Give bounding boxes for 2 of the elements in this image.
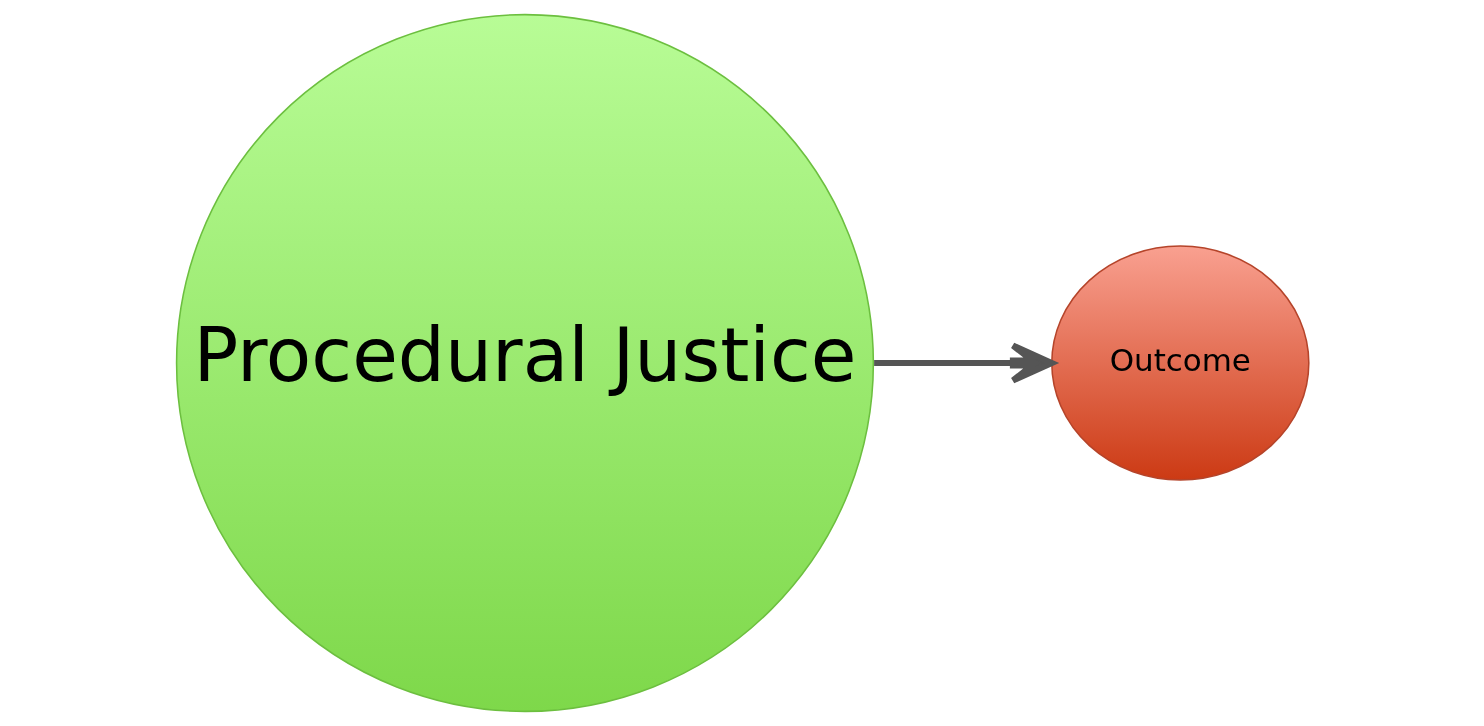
node-circle: Procedural Justice bbox=[175, 13, 874, 713]
node-circle: Outcome bbox=[1050, 245, 1310, 481]
